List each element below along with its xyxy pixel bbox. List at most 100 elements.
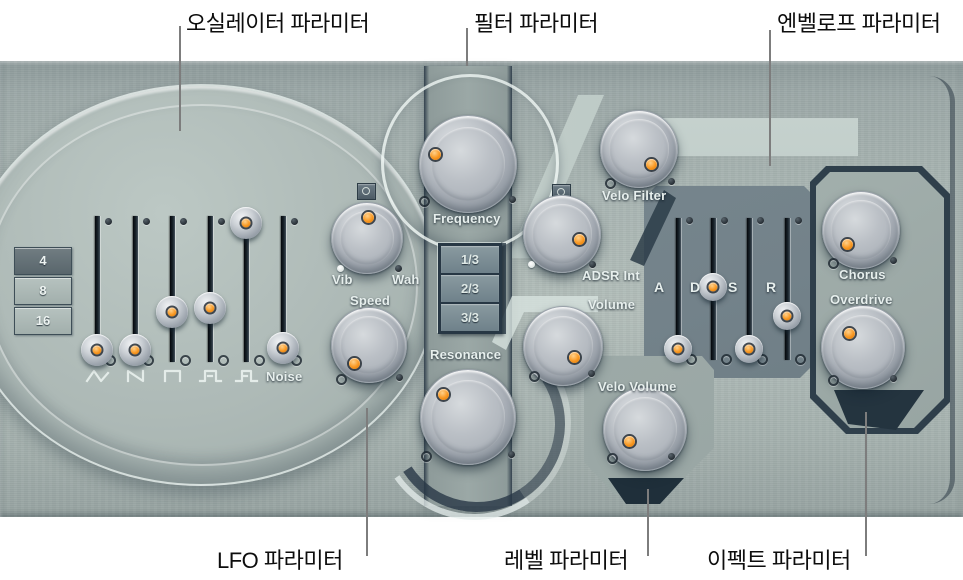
slider-bottom-dot — [795, 354, 806, 365]
pulse-wide-wave-slider-knob[interactable] — [194, 292, 226, 324]
filter-slope-button-group: 1/3 2/3 3/3 — [438, 243, 502, 334]
vib-wah-knob[interactable] — [331, 202, 403, 274]
callout-line-envelope — [769, 30, 771, 166]
sawtooth-wave-slider-track[interactable] — [133, 216, 138, 362]
volume-max-dot — [588, 370, 595, 377]
pulse-narrow-wave-slider-knob[interactable] — [230, 207, 262, 239]
led-dot — [673, 344, 683, 354]
led-dot — [842, 239, 853, 250]
attack-slider-track[interactable] — [676, 218, 681, 360]
decay-slider-knob[interactable] — [699, 273, 727, 301]
led-dot — [430, 149, 441, 160]
overdrive-max-dot — [890, 375, 897, 382]
speed-label: Speed — [350, 293, 391, 308]
slider-top-dot — [143, 218, 150, 225]
slider-top-dot — [218, 218, 225, 225]
callout-line-lfo — [366, 408, 368, 556]
chorus-max-dot — [890, 257, 897, 264]
led-dot — [167, 307, 177, 317]
noise-slider-knob[interactable] — [267, 332, 299, 364]
sawtooth-wave-slider-knob[interactable] — [119, 334, 151, 366]
velo-filter-knob[interactable] — [600, 110, 678, 188]
volume-min-dot — [529, 371, 540, 382]
slope-button-3-3[interactable]: 3/3 — [441, 304, 499, 331]
wah-label: Wah — [392, 272, 420, 287]
speed-max-dot — [396, 374, 403, 381]
led-dot — [744, 344, 754, 354]
lfo-indicator-lamp — [357, 183, 376, 200]
vib-min-dot — [337, 265, 344, 272]
annotation-effects-parameters: 이펙트 파라미터 — [707, 548, 851, 573]
adsr-int-knob[interactable] — [523, 195, 601, 273]
noise-label: Noise — [266, 369, 303, 384]
pulse-narrow-wave-icon — [234, 368, 260, 384]
decay-label: D — [690, 279, 701, 295]
annotation-oscillator-parameters: 오실레이터 파라미터 — [186, 11, 370, 36]
octave-button-group: 4 8 16 — [14, 247, 74, 337]
slider-top-dot — [721, 217, 728, 224]
velo-filter-min-dot — [605, 178, 616, 189]
triangle-wave-slider-knob[interactable] — [81, 334, 113, 366]
slider-top-dot — [686, 217, 693, 224]
sustain-slider-track[interactable] — [747, 218, 752, 360]
led-dot — [646, 159, 657, 170]
square-wave-slider-knob[interactable] — [156, 296, 188, 328]
annotation-envelope-parameters: 엔벨로프 파라미터 — [777, 11, 941, 36]
chorus-knob[interactable] — [822, 191, 900, 269]
volume-label: Volume — [588, 297, 636, 312]
callout-line-effects — [865, 412, 867, 556]
led-dot — [708, 282, 718, 292]
slope-button-1-3[interactable]: 1/3 — [441, 246, 499, 273]
adsr-int-label: ADSR Int — [582, 268, 640, 283]
triangle-wave-icon — [85, 368, 111, 384]
frequency-max-dot — [509, 196, 516, 203]
slider-top-dot — [795, 217, 802, 224]
led-dot — [574, 234, 585, 245]
release-slider-knob[interactable] — [773, 302, 801, 330]
sawtooth-wave-icon — [123, 368, 149, 384]
adsr-int-max-dot — [589, 261, 596, 268]
slider-top-dot — [291, 218, 298, 225]
octave-button-8[interactable]: 8 — [14, 277, 72, 305]
led-dot — [130, 345, 140, 355]
square-wave-icon — [160, 368, 186, 384]
velo-volume-max-dot — [668, 453, 675, 460]
release-slider-track[interactable] — [785, 218, 790, 360]
led-dot — [349, 358, 360, 369]
square-wave-slider-track[interactable] — [170, 216, 175, 362]
octave-button-16[interactable]: 16 — [14, 307, 72, 335]
led-dot — [569, 352, 580, 363]
filter-side-ridge — [500, 243, 506, 334]
speed-min-dot — [336, 374, 347, 385]
chorus-min-dot — [828, 258, 839, 269]
pulse-wide-wave-slider-track[interactable] — [208, 216, 213, 362]
noise-slider-track[interactable] — [281, 216, 286, 362]
chorus-label: Chorus — [839, 267, 886, 282]
vib-label: Vib — [332, 272, 353, 287]
slider-top-dot — [105, 218, 112, 225]
slider-bottom-dot — [218, 355, 229, 366]
frequency-knob[interactable] — [419, 115, 517, 213]
release-label: R — [766, 279, 777, 295]
triangle-wave-slider-track[interactable] — [95, 216, 100, 362]
annotation-filter-parameters: 필터 파라미터 — [474, 11, 599, 36]
attack-label: A — [654, 279, 665, 295]
sustain-slider-knob[interactable] — [735, 335, 763, 363]
annotation-lfo-parameters: LFO 파라미터 — [217, 548, 343, 573]
slider-bottom-dot — [180, 355, 191, 366]
led-dot — [363, 212, 374, 223]
resonance-knob[interactable] — [420, 369, 516, 465]
callout-line-oscillator — [179, 26, 181, 131]
attack-slider-knob[interactable] — [664, 335, 692, 363]
resonance-max-dot — [508, 451, 515, 458]
octave-button-4[interactable]: 4 — [14, 247, 72, 275]
speed-knob[interactable] — [331, 307, 407, 383]
wah-max-dot — [395, 265, 402, 272]
sustain-label: S — [728, 279, 738, 295]
pulse-narrow-wave-slider-track[interactable] — [244, 216, 249, 362]
frequency-min-dot — [419, 196, 430, 207]
slope-button-2-3[interactable]: 2/3 — [441, 275, 499, 302]
slider-bottom-dot — [254, 355, 265, 366]
overdrive-label: Overdrive — [830, 292, 893, 307]
